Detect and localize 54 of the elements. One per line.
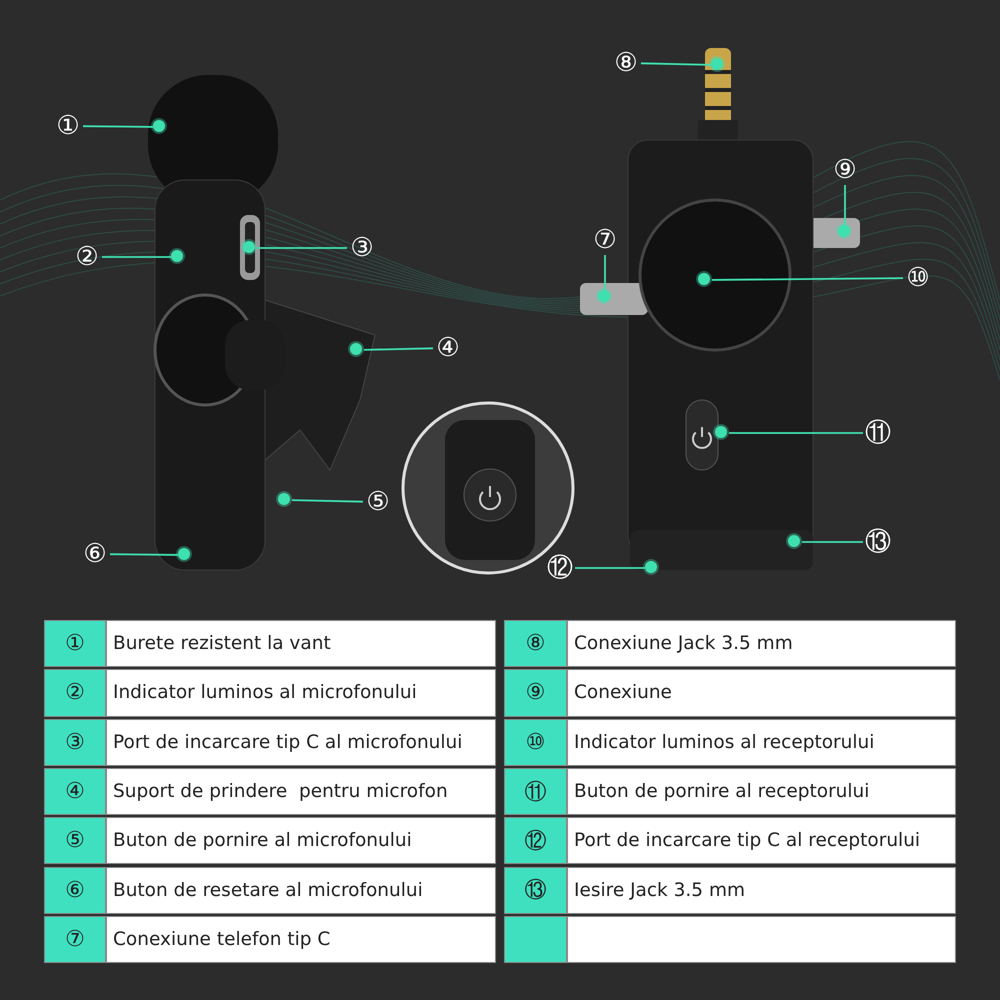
leader-line [364,347,434,351]
leader-line [604,255,606,290]
callout-number: ⑥ [80,539,110,569]
description-cell: Buton de pornire al microfonului [106,817,496,864]
description-cell: Conexiune telefon tip C [106,916,496,964]
leader-line [575,567,645,569]
callout-number: ⑬ [863,527,893,557]
callout-number: ③ [347,233,377,263]
number-cell: ① [44,620,106,668]
callout-number: ⑧ [611,48,641,78]
number-cell: ⑩ [504,718,567,766]
number-cell: ③ [44,718,106,766]
number-cell: ⑫ [504,817,567,864]
leader-line [729,432,863,434]
leader-line [102,256,171,258]
number-cell: ⑧ [504,620,567,668]
description-cell: Buton de pornire al receptorului [567,768,956,816]
description-cell: Port de incarcare tip C al microfonului [106,718,496,766]
description-cell: Burete rezistent la vant [106,620,496,668]
description-cell: Suport de prindere pentru microfon [106,768,496,816]
number-cell: ⑦ [44,916,106,964]
description-cell: Indicator luminos al microfonului [106,669,496,717]
callout-number: ⑩ [903,263,933,293]
number-cell: ⑪ [504,768,567,816]
description-cell: Buton de resetare al microfonului [106,866,496,914]
description-cell: Port de incarcare tip C al receptorului [567,817,956,864]
number-cell: ② [44,669,106,717]
leader-line [712,277,903,281]
number-cell: ⑥ [44,866,106,914]
description-cell: Conexiune [567,669,956,717]
number-cell: ⑬ [504,866,567,914]
number-cell: ⑨ [504,669,567,717]
description-cell: Indicator luminos al receptorului [567,718,956,766]
callout-number: ① [53,111,83,141]
callout-number: ② [72,242,102,272]
marker-dot [278,493,290,505]
callout-number: ④ [433,333,463,363]
leader-line [257,247,347,249]
leader-line [640,62,712,66]
marker-dot [645,561,657,573]
description-cell: Conexiune Jack 3.5 mm [567,620,956,668]
callout-number: ⑫ [545,553,575,583]
leader-line [110,553,178,556]
number-cell: ④ [44,768,106,816]
leader-line [844,185,846,225]
leader-line [802,541,863,543]
callout-number: ⑨ [830,155,860,185]
callout-number: ⑤ [363,487,393,517]
callout-number: ⑦ [590,225,620,255]
leader-line [292,499,364,503]
description-cell: Iesire Jack 3.5 mm [567,866,956,914]
number-cell: ⑤ [44,817,106,864]
leader-line [83,125,153,128]
callout-number: ⑪ [863,418,893,448]
